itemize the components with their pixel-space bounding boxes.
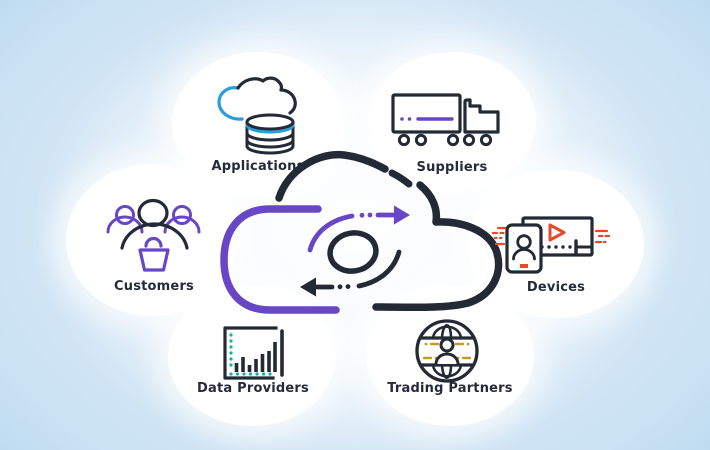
trading-partners-label: Trading Partners xyxy=(387,381,513,396)
tablet-icon xyxy=(505,223,543,274)
suppliers-bubble xyxy=(368,52,536,192)
gold-dashes xyxy=(422,342,472,360)
arrow-right-icon xyxy=(307,205,410,253)
devices-label: Devices xyxy=(526,280,586,295)
partner-person-icon xyxy=(434,337,460,366)
cloud-sync-icon xyxy=(220,150,503,314)
chart-bars xyxy=(234,342,277,372)
data-providers-label: Data Providers xyxy=(197,381,309,396)
applications-label: Applications xyxy=(211,159,305,174)
sync-ring xyxy=(327,230,379,274)
axis-dots xyxy=(229,333,272,376)
truck-wheels xyxy=(397,133,493,147)
cloud-left-lobe xyxy=(220,205,340,314)
delivery-truck-icon xyxy=(391,93,500,147)
arrow-left-icon xyxy=(300,249,402,297)
cloud-database-icon xyxy=(217,76,297,155)
basket-icon xyxy=(138,236,170,272)
play-icon xyxy=(548,223,566,242)
globe-person-icon xyxy=(415,319,479,383)
speed-dashes-right xyxy=(594,229,611,244)
customers-label: Customers xyxy=(114,279,194,294)
suppliers-label: Suppliers xyxy=(416,160,488,175)
bar-chart-icon xyxy=(223,326,284,380)
people-basket-icon xyxy=(106,198,201,272)
database-icon xyxy=(245,113,295,155)
speed-dashes-left xyxy=(491,226,507,246)
tablet-screen-icon xyxy=(491,216,611,274)
